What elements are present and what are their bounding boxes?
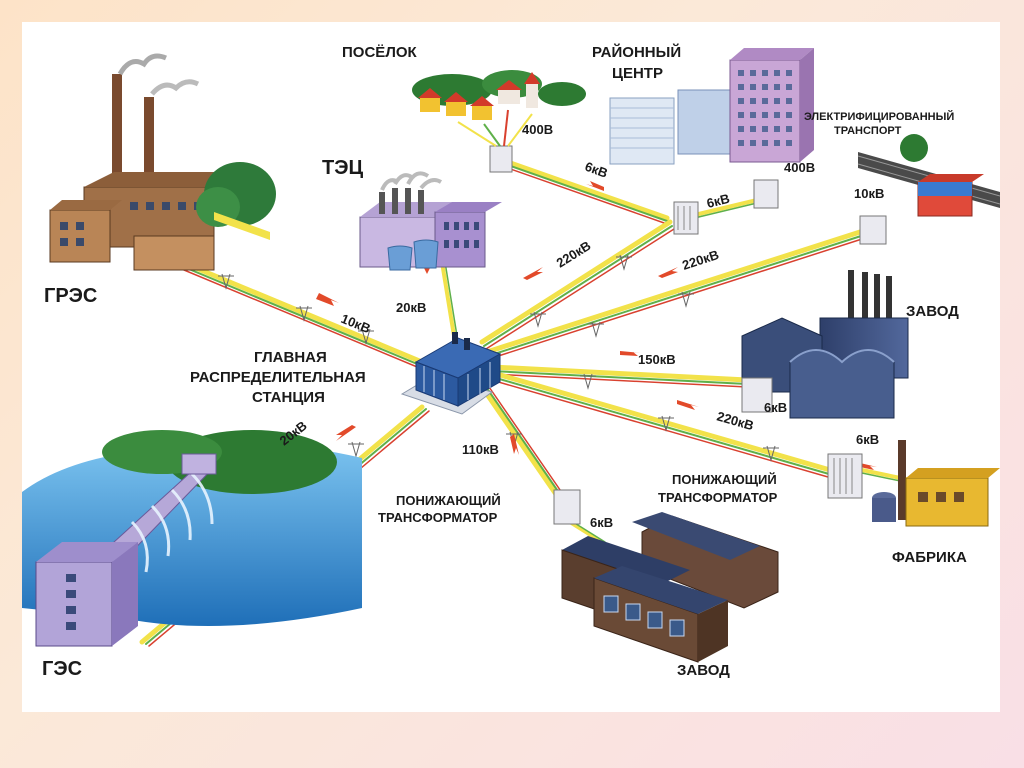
- main-distribution-station: [400, 332, 502, 415]
- line-rc-220: [479, 219, 675, 350]
- label-transport-1: ЭЛЕКТРИФИЦИРОВАННЫЙ: [804, 110, 954, 123]
- line-fabrika: [487, 369, 833, 478]
- line-bottom-6: [568, 520, 606, 544]
- voltage-transport-sub: 10кВ: [854, 186, 884, 201]
- poselok-village: [412, 70, 586, 173]
- label-rc-1: РАЙОННЫЙ: [592, 43, 681, 61]
- zavod-right-plant: [741, 270, 909, 419]
- label-zavod-right: ЗАВОД: [906, 303, 959, 320]
- line-zavod: [489, 364, 750, 388]
- label-main-1: ГЛАВНАЯ: [254, 349, 327, 366]
- label-main-3: СТАНЦИЯ: [252, 389, 325, 406]
- voltage-rc-sub-out: 400В: [784, 160, 815, 175]
- power-grid-diagram: ГРЭС ТЭЦ ГЭС ПОСЁЛОК РАЙОННЫЙ ЦЕНТР ЭЛЕК…: [22, 43, 1000, 680]
- fabrika-plant: [827, 440, 1000, 527]
- district-center: [609, 48, 814, 235]
- label-transformer-right-1: ПОНИЖАЮЩИЙ: [672, 472, 777, 487]
- label-transformer-left-1: ПОНИЖАЮЩИЙ: [396, 493, 501, 508]
- voltage-tec-line: 20кВ: [396, 300, 426, 315]
- tec-plant: [359, 171, 502, 271]
- voltage-transport-line: 220кВ: [680, 247, 720, 273]
- zavod-bottom-plant: [553, 489, 779, 663]
- ges-plant: [22, 430, 362, 647]
- label-gres: ГРЭС: [44, 285, 97, 307]
- line-tec: [440, 260, 459, 344]
- voltage-bottom-line: 110кВ: [462, 442, 499, 457]
- line-bottom: [477, 381, 568, 503]
- label-transformer-right-2: ТРАНСФОРМАТОР: [658, 490, 778, 505]
- voltage-bottom-sub: 6кВ: [590, 515, 613, 530]
- label-tec: ТЭЦ: [322, 157, 363, 179]
- label-ges: ГЭС: [42, 658, 82, 680]
- label-rc-2: ЦЕНТР: [612, 65, 663, 82]
- electrified-transport: [857, 134, 1000, 245]
- label-transformer-left-2: ТРАНСФОРМАТОР: [378, 510, 498, 525]
- label-poselok: ПОСЁЛОК: [342, 44, 418, 61]
- voltage-poselok-sub: 400В: [522, 122, 553, 137]
- label-zavod-bottom: ЗАВОД: [677, 662, 730, 679]
- line-transport: [484, 229, 863, 360]
- voltage-poselok-line: 6кВ: [583, 159, 610, 181]
- voltage-rc-sub-in: 6кВ: [705, 191, 731, 211]
- voltage-zavod-sub: 6кВ: [764, 400, 787, 415]
- gres-plant: [49, 53, 276, 271]
- text-labels: ГРЭС ТЭЦ ГЭС ПОСЁЛОК РАЙОННЫЙ ЦЕНТР ЭЛЕК…: [42, 43, 967, 680]
- voltage-zavod-line: 150кВ: [638, 352, 676, 367]
- diagram-frame: ГРЭС ТЭЦ ГЭС ПОСЁЛОК РАЙОННЫЙ ЦЕНТР ЭЛЕК…: [22, 22, 1000, 712]
- label-main-2: РАСПРЕДЕЛИТЕЛЬНАЯ: [190, 369, 366, 386]
- voltage-rc-line: 220кВ: [554, 238, 594, 271]
- voltage-fabrika-sub: 6кВ: [856, 432, 879, 447]
- label-fabrika: ФАБРИКА: [892, 549, 967, 566]
- line-poselok: [499, 157, 670, 225]
- label-transport-2: ТРАНСПОРТ: [834, 125, 902, 137]
